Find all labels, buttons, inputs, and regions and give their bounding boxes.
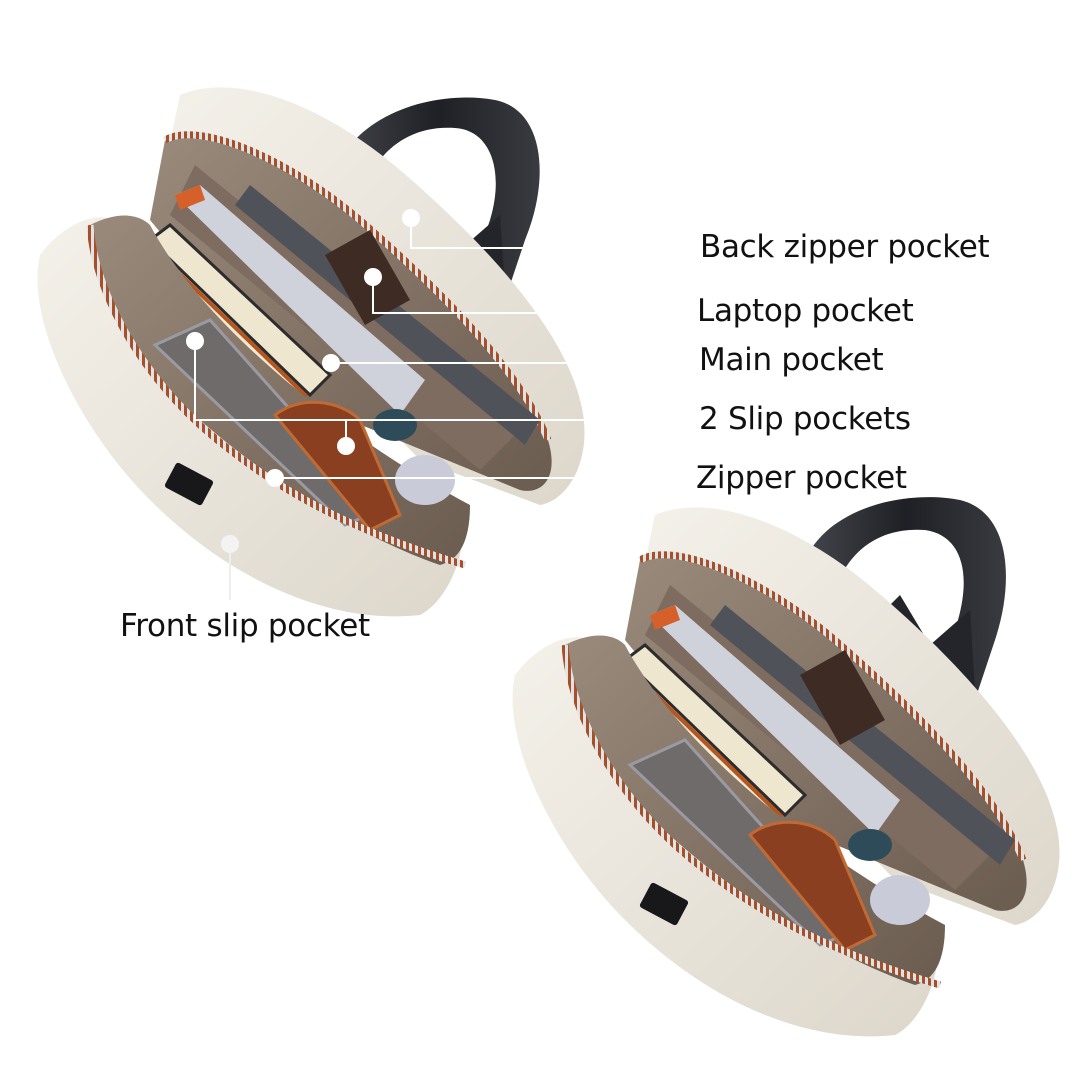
callout-zipper-pocket [266, 469, 695, 487]
callout-dot-icon [337, 437, 355, 455]
upper-bag [37, 87, 585, 617]
label-laptop-pocket: Laptop pocket [697, 293, 914, 329]
lower-bag [512, 497, 1060, 1037]
lower-book [650, 605, 900, 835]
callout-2-slip-pockets [186, 332, 695, 455]
callout-lines [186, 209, 695, 600]
callout-back-zipper-pocket [402, 209, 695, 249]
callout-laptop-pocket [364, 268, 695, 314]
callout-dot-icon [322, 354, 340, 372]
callout-dot-icon [266, 469, 284, 487]
upper-wallet [272, 400, 402, 532]
label-zipper-pocket: Zipper pocket [696, 460, 907, 496]
callout-dot-icon [221, 535, 239, 553]
label-front-slip-pocket: Front slip pocket [120, 608, 370, 644]
callout-main-pocket [322, 354, 695, 372]
callout-dot-icon [364, 268, 382, 286]
callout-front-slip-pocket [221, 535, 239, 600]
label-back-zipper-pocket: Back zipper pocket [700, 229, 990, 265]
lower-laptop-strap [800, 650, 885, 745]
callout-dot-icon [186, 332, 204, 350]
label-main-pocket: Main pocket [699, 342, 884, 378]
label-2-slip-pockets: 2 Slip pockets [699, 401, 911, 437]
lower-wallet [747, 820, 877, 952]
upper-book [175, 185, 425, 415]
callout-dot-icon [402, 209, 420, 227]
